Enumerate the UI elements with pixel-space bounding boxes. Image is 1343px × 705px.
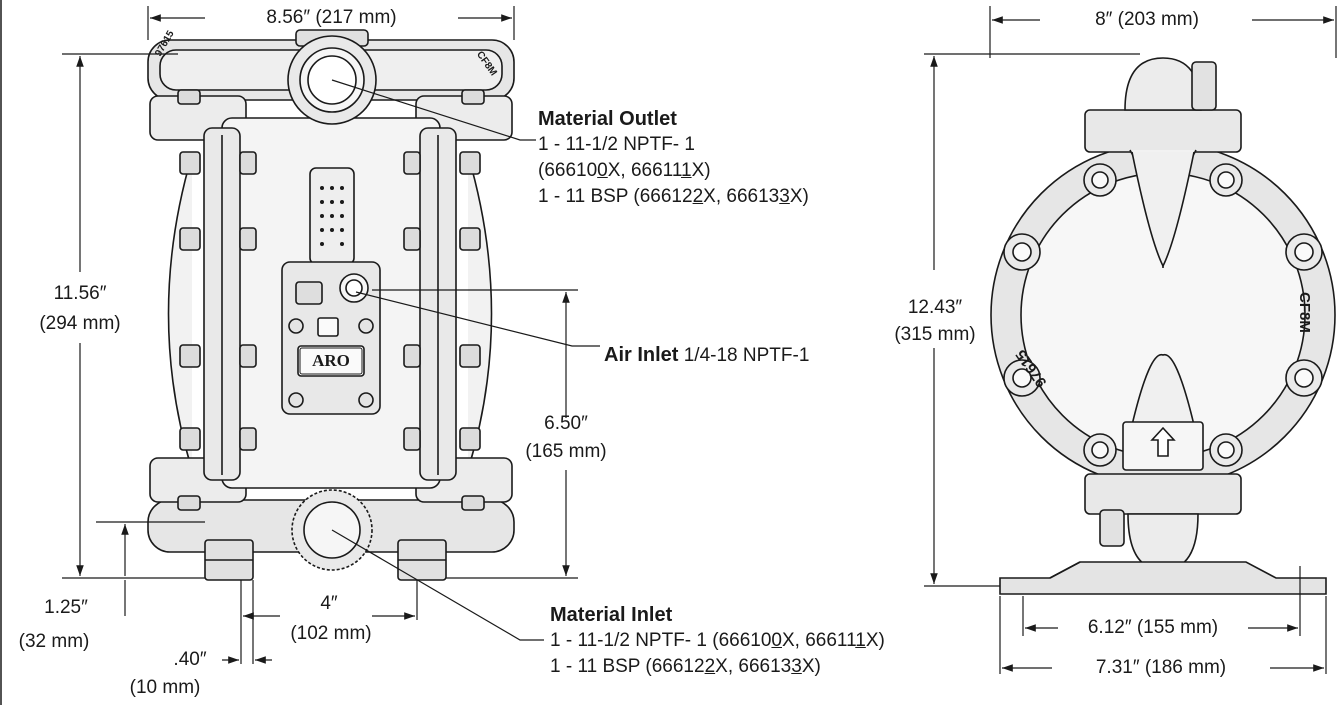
dim-foot-width-in: .40″: [173, 649, 207, 670]
brand-label: ARO: [312, 351, 350, 370]
dim-foot-spacing-mm: (102 mm): [290, 623, 372, 644]
inlet-leader: [331, 529, 544, 641]
material-outlet-title: Material Outlet: [538, 108, 677, 130]
side-outlet-dome: [1124, 57, 1202, 111]
front-view: [147, 29, 515, 581]
dim-foot-width-mm: (10 mm): [129, 677, 201, 698]
dim-air-inlet-height-mm: (165 mm): [525, 441, 607, 462]
side-view: [990, 57, 1336, 595]
mounting-base: [999, 561, 1327, 595]
dim-front-height-mm: (294 mm): [39, 313, 121, 334]
dim-mount-outer: 7.31″ (186 mm): [1095, 657, 1227, 678]
right-diaphragm-chamber: [467, 154, 493, 471]
casting-mark-side-right: CF8M: [1296, 292, 1313, 333]
air-inlet-leader: [355, 291, 600, 347]
dim-mount-inner: 6.12″ (155 mm): [1087, 617, 1219, 638]
air-inlet-callout: Air Inlet 1/4-18 NPTF-1: [604, 342, 809, 369]
brand-plate: ARO: [300, 349, 362, 373]
material-outlet-line3: 1 - 11 BSP (666122X, 666133X): [538, 186, 809, 207]
material-outlet-line1: 1 - 11-1/2 NPTF- 1: [538, 134, 695, 155]
outlet-leader: [331, 79, 536, 141]
air-inlet-title: Air Inlet: [604, 344, 679, 366]
dim-front-height-in: 11.56″: [53, 283, 107, 304]
dim-base-height-in: 1.25″: [44, 597, 88, 618]
dim-side-height-in: 12.43″: [907, 297, 963, 318]
dim-foot-spacing-in: 4″: [320, 593, 338, 614]
material-inlet-line2: 1 - 11 BSP (666122X, 666133X): [550, 656, 821, 677]
left-diaphragm-chamber: [167, 154, 193, 471]
dimension-lines: [62, 6, 1337, 674]
dim-front-width: 8.56″ (217 mm): [266, 7, 397, 28]
dim-side-height-mm: (315 mm): [894, 324, 976, 345]
material-outlet-line2: (666100X, 666111X): [538, 160, 711, 181]
side-bottom-flange: [1084, 473, 1242, 515]
side-top-flange: [1084, 109, 1242, 153]
material-inlet-title: Material Inlet: [550, 604, 673, 626]
material-inlet-line1: 1 - 11-1/2 NPTF- 1 (666100X, 666111X): [550, 630, 885, 651]
dim-base-height-mm: (32 mm): [18, 631, 90, 652]
dim-side-width: 8″ (203 mm): [1095, 9, 1199, 30]
material-inlet-callout: Material Inlet 1 - 11-1/2 NPTF- 1 (66610…: [550, 602, 885, 680]
dim-air-inlet-height-in: 6.50″: [544, 413, 588, 434]
air-inlet-spec: 1/4-18 NPTF-1: [683, 345, 810, 366]
material-outlet-callout: Material Outlet 1 - 11-1/2 NPTF- 1 (6661…: [538, 106, 809, 210]
